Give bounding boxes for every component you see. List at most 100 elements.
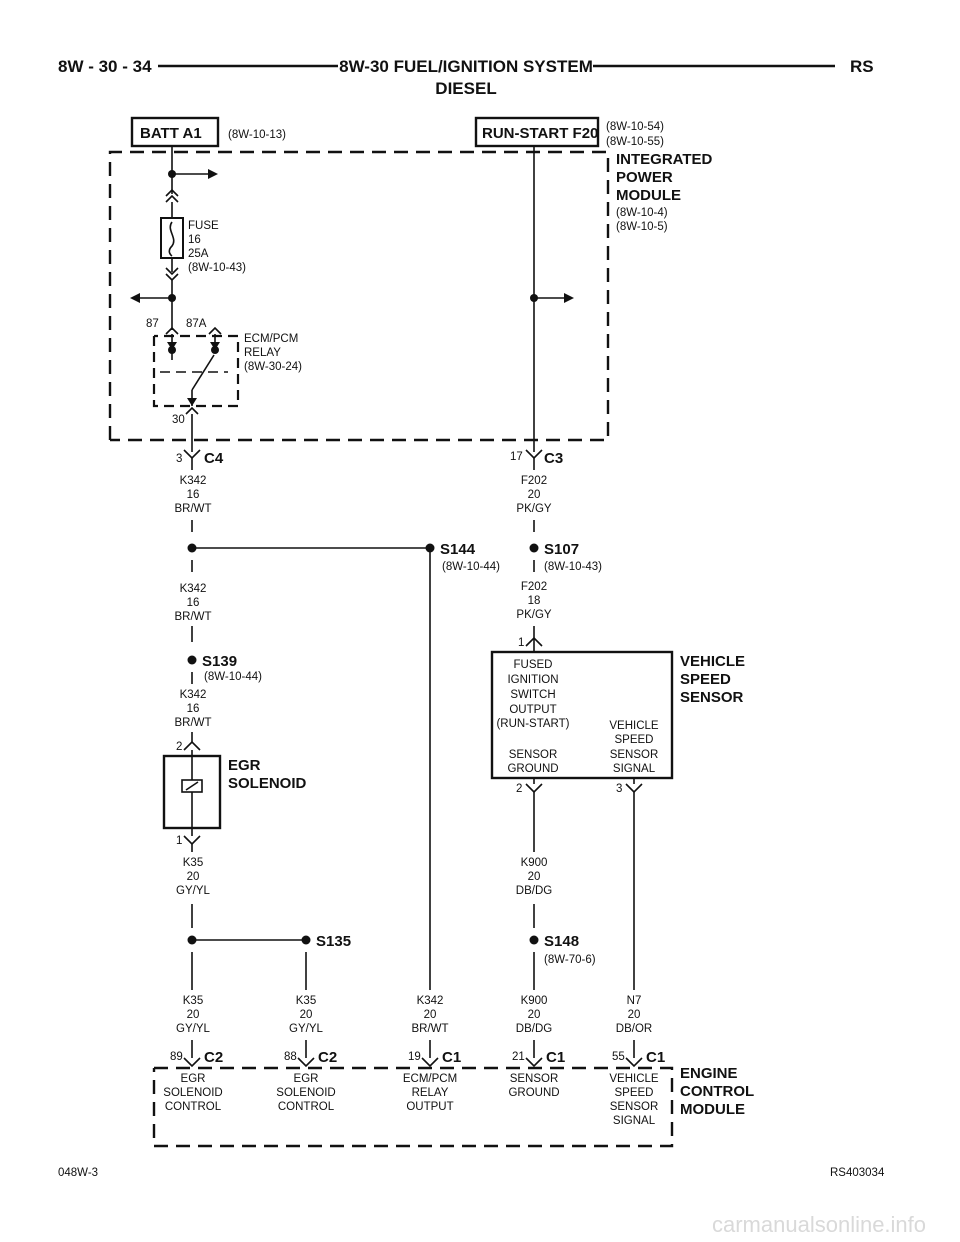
ecm-pin-19-function-1: ECM/PCM xyxy=(403,1073,457,1085)
f202-b-gauge: 18 xyxy=(528,595,541,607)
ecm-pin-89-function-2: SOLENOID xyxy=(163,1087,222,1099)
k900-b-code: K900 xyxy=(521,995,548,1007)
relay-label-2: RELAY xyxy=(244,347,281,359)
n7-code: N7 xyxy=(627,995,642,1007)
run-start-branch-arrow xyxy=(564,293,574,303)
f202-a-code: F202 xyxy=(521,475,547,487)
ecm-pin-55-function-3: SENSOR xyxy=(610,1101,659,1113)
page-subtitle: DIESEL xyxy=(435,79,496,98)
ipm-label-3: MODULE xyxy=(616,187,681,204)
ecm-pin-55: 55 C1 xyxy=(612,1049,665,1068)
s148-ref: (8W-70-6) xyxy=(544,954,596,966)
n7-gauge: 20 xyxy=(628,1009,641,1021)
vss-ground-1: SENSOR xyxy=(509,749,558,761)
ipm-ref-1: (8W-10-4) xyxy=(616,207,668,219)
batt-a1-label: BATT A1 xyxy=(140,125,202,142)
ecm-pin-88-function-3: CONTROL xyxy=(278,1101,335,1113)
k342-c-color: BR/WT xyxy=(174,717,211,729)
vss-input-3: SWITCH xyxy=(510,689,555,701)
ecm-pin-55-number: 55 xyxy=(612,1051,625,1063)
k35-b-color: GY/YL xyxy=(176,1023,210,1035)
batt-branch-arrow xyxy=(208,169,218,179)
vehicle-speed-sensor-box xyxy=(490,650,674,780)
relay-feed-arrow xyxy=(130,293,140,303)
k342-c-gauge: 16 xyxy=(187,703,200,715)
ecm-pin-88-connector: C2 xyxy=(318,1049,337,1066)
relay-label-1: ECM/PCM xyxy=(244,333,298,345)
k342-a-color: BR/WT xyxy=(174,503,211,515)
ecm-pin-21-function-1: SENSOR xyxy=(510,1073,559,1085)
s148-name: S148 xyxy=(544,933,579,950)
ecm-pin-89: 89 C2 xyxy=(170,1049,223,1068)
c3-name: C3 xyxy=(544,450,563,467)
vss-input-5: (RUN-START) xyxy=(496,718,569,730)
egr-label-1: EGR xyxy=(228,757,261,774)
k900-a-gauge: 20 xyxy=(528,871,541,883)
run-start-ref-1: (8W-10-54) xyxy=(606,121,664,133)
footer-right-code: RS403034 xyxy=(830,1167,885,1179)
vss-signal-2: SPEED xyxy=(615,734,654,746)
ecm-pin-21-connector: C1 xyxy=(546,1049,565,1066)
k35-a-gauge: 20 xyxy=(187,871,200,883)
k342-a-code: K342 xyxy=(180,475,207,487)
vss-pin-2: 2 xyxy=(516,783,522,795)
f202-a-color: PK/GY xyxy=(516,503,551,515)
k35-a-code: K35 xyxy=(183,857,203,869)
ecm-pin-88-function-2: SOLENOID xyxy=(276,1087,335,1099)
k342-b-color: BR/WT xyxy=(174,611,211,623)
ecm-pin-89-function-1: EGR xyxy=(181,1073,206,1085)
egr-coil-slash xyxy=(185,781,199,791)
ecm-pcm-relay-box xyxy=(152,334,240,408)
fuse-label-4: (8W-10-43) xyxy=(188,262,246,274)
fuse-top-connector-2 xyxy=(165,194,179,203)
fuse-label-3: 25A xyxy=(188,248,209,260)
fuse-16-symbol xyxy=(160,217,184,259)
model-code: RS xyxy=(850,57,874,76)
f202-a-gauge: 20 xyxy=(528,489,541,501)
ipm-label-1: INTEGRATED xyxy=(616,151,713,168)
s135-splice-dot xyxy=(301,935,311,945)
k35-b-gauge: 20 xyxy=(187,1009,200,1021)
ecm-label-1: ENGINE xyxy=(680,1065,738,1082)
ipm-ref-2: (8W-10-5) xyxy=(616,221,668,233)
ecm-pin-19-number: 19 xyxy=(408,1051,421,1063)
s144-ref: (8W-10-44) xyxy=(442,561,500,573)
relay-30-arrow xyxy=(187,398,197,406)
k900-a-color: DB/DG xyxy=(516,885,552,897)
ecm-pin-89-number: 89 xyxy=(170,1051,183,1063)
k35-b-code: K35 xyxy=(183,995,203,1007)
k342-c-code: K342 xyxy=(180,689,207,701)
ipm-label-2: POWER xyxy=(616,169,673,186)
ecm-pin-21-number: 21 xyxy=(512,1051,525,1063)
page-number: 8W - 30 - 34 xyxy=(58,57,152,76)
relay-30-connector xyxy=(185,406,199,415)
ecm-pin-21-function-2: GROUND xyxy=(508,1087,559,1099)
k342-d-color: BR/WT xyxy=(411,1023,448,1035)
vss-label-2: SPEED xyxy=(680,671,731,688)
vss-label-1: VEHICLE xyxy=(680,653,745,670)
egr-pin1-connector xyxy=(183,835,201,846)
egr-label-2: SOLENOID xyxy=(228,775,307,792)
run-start-f20-label: RUN-START F20 xyxy=(482,125,598,142)
batt-a1-ref: (8W-10-13) xyxy=(228,129,286,141)
f202-b-code: F202 xyxy=(521,581,547,593)
ecm-pin-19-connector: C1 xyxy=(442,1049,461,1066)
k342-b-code: K342 xyxy=(180,583,207,595)
s139-ref: (8W-10-44) xyxy=(204,671,262,683)
vss-ground-2: GROUND xyxy=(507,763,558,775)
ecm-pin-55-function-1: VEHICLE xyxy=(609,1073,659,1085)
vss-pin1-connector xyxy=(525,636,543,647)
s107-name: S107 xyxy=(544,541,579,558)
k342-a-gauge: 16 xyxy=(187,489,200,501)
ecm-pin-19-function-3: OUTPUT xyxy=(406,1101,453,1113)
vss-input-1: FUSED xyxy=(514,659,553,671)
footer-left-code: 048W-3 xyxy=(58,1167,98,1179)
ecm-pin-88: 88 C2 xyxy=(284,1049,337,1068)
c3-pin: 17 xyxy=(510,451,523,463)
k342-d-code: K342 xyxy=(417,995,444,1007)
ecm-pin-19-function-2: RELAY xyxy=(412,1087,449,1099)
ipm-boundary xyxy=(108,150,610,442)
relay-pin-87: 87 xyxy=(146,318,159,330)
ecm-pin-55-function-4: SIGNAL xyxy=(613,1115,656,1127)
